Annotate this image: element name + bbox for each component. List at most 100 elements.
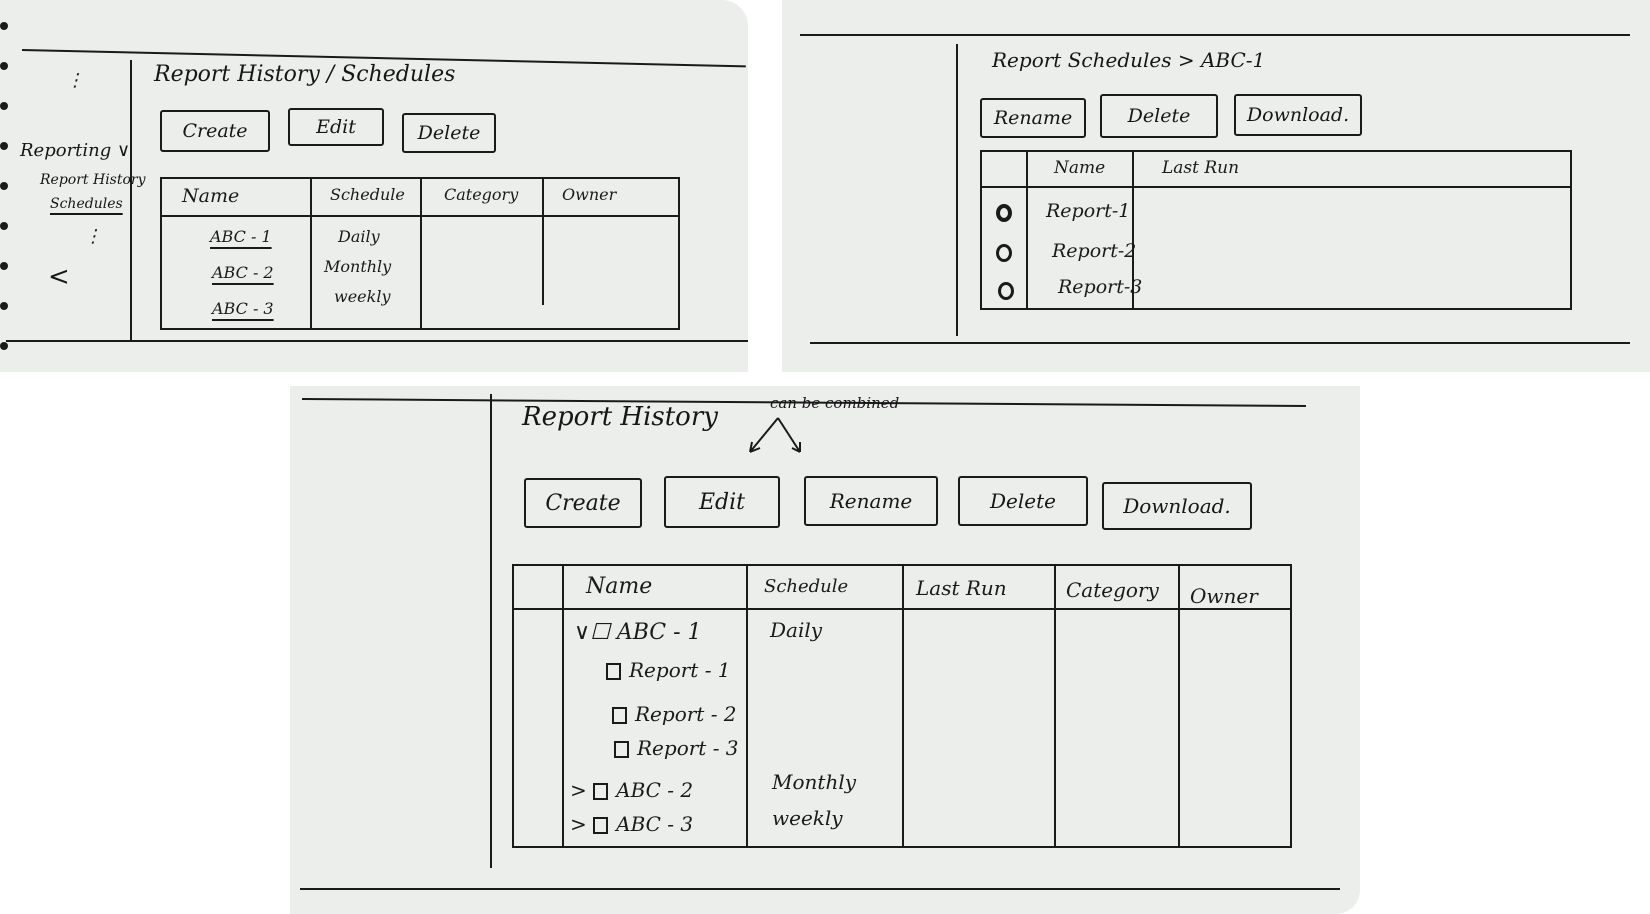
row-name-link[interactable]: ABC - 3: [212, 299, 274, 318]
expand-chevron-icon[interactable]: ∨☐: [574, 620, 610, 645]
column-divider: [310, 179, 312, 328]
edit-button[interactable]: Edit: [664, 476, 780, 528]
column-divider: [420, 179, 422, 328]
delete-button[interactable]: Delete: [1100, 94, 1218, 138]
download-button[interactable]: Download.: [1234, 94, 1362, 136]
expand-chevron-icon[interactable]: >: [570, 778, 587, 802]
child-name: Report - 3: [637, 736, 739, 760]
row-checkbox[interactable]: [593, 817, 609, 834]
sidebar-divider: [956, 44, 958, 336]
footer-divider: [6, 340, 748, 342]
reports-table: Name Last Run Report-1 Report-2 Report-3: [980, 150, 1572, 310]
sketch-report-history-schedules: ⋮ Reporting ∨ Report History Schedules ⋮…: [0, 0, 748, 372]
spiral-hole: [0, 142, 8, 150]
row-radio-selected[interactable]: [996, 204, 1012, 222]
edit-button[interactable]: Edit: [288, 108, 384, 146]
row-name: Report-1: [1046, 200, 1131, 222]
delete-button[interactable]: Delete: [958, 476, 1088, 526]
column-header-owner[interactable]: Owner: [562, 185, 617, 204]
spiral-hole: [0, 182, 8, 190]
rename-button[interactable]: Rename: [980, 98, 1086, 138]
group-name: ABC - 2: [616, 778, 694, 802]
spiral-hole: [0, 222, 8, 230]
column-header-last-run[interactable]: Last Run: [916, 576, 1007, 600]
sidebar-handle: ⋮: [66, 70, 84, 91]
row-schedule: Daily: [338, 227, 380, 246]
page-title: Report History: [522, 402, 718, 432]
spiral-hole: [0, 262, 8, 270]
row-checkbox[interactable]: [606, 663, 621, 680]
report-history-table: Name Schedule Last Run Category Owner ∨☐…: [512, 564, 1292, 848]
row-name: Report-3: [1058, 276, 1143, 298]
group-name: ABC - 1: [616, 620, 702, 645]
column-header-name[interactable]: Name: [182, 185, 240, 207]
delete-button[interactable]: Delete: [402, 113, 496, 153]
spiral-hole: [0, 102, 8, 110]
row-radio[interactable]: [998, 282, 1014, 300]
group-row-abc-3[interactable]: > ABC - 3: [570, 812, 693, 836]
collapse-sidebar-icon[interactable]: <: [48, 262, 70, 292]
column-divider: [1132, 152, 1134, 308]
create-button[interactable]: Create: [524, 478, 642, 528]
annotation-arrows-icon: [749, 417, 801, 453]
rename-button[interactable]: Rename: [804, 476, 938, 526]
column-header-name[interactable]: Name: [586, 574, 653, 599]
group-schedule: weekly: [772, 806, 843, 830]
column-divider: [562, 566, 564, 846]
child-row[interactable]: Report - 2: [612, 702, 737, 726]
child-row[interactable]: Report - 3: [614, 736, 739, 760]
column-header-owner[interactable]: Owner: [1190, 584, 1258, 608]
row-schedule: weekly: [334, 287, 391, 306]
sketch-report-schedule-detail: Report Schedules > ABC-1 Rename Delete D…: [782, 0, 1650, 372]
row-name-link[interactable]: ABC - 1: [210, 227, 272, 246]
group-schedule: Monthly: [772, 770, 857, 794]
sidebar-divider: [130, 60, 132, 340]
download-button[interactable]: Download.: [1102, 482, 1252, 530]
child-name: Report - 2: [635, 702, 737, 726]
child-row[interactable]: Report - 1: [606, 658, 731, 682]
column-divider: [1178, 566, 1180, 846]
header-divider: [800, 34, 1630, 36]
column-divider: [746, 566, 748, 846]
column-divider: [1026, 152, 1028, 308]
row-radio[interactable]: [996, 244, 1012, 262]
column-header-category[interactable]: Category: [444, 185, 519, 204]
column-divider: [902, 566, 904, 846]
group-schedule: Daily: [770, 618, 823, 642]
spiral-hole: [0, 62, 8, 70]
expand-chevron-icon[interactable]: >: [570, 812, 587, 836]
row-name-link[interactable]: ABC - 2: [212, 263, 274, 282]
row-checkbox[interactable]: [614, 741, 629, 758]
child-name: Report - 1: [629, 658, 731, 682]
group-row-abc-2[interactable]: > ABC - 2: [570, 778, 693, 802]
breadcrumb[interactable]: Report Schedules > ABC-1: [992, 48, 1266, 72]
column-divider: [1054, 566, 1056, 846]
column-divider: [542, 179, 544, 305]
schedules-table: Name Schedule Category Owner ABC - 1 Dai…: [160, 177, 680, 330]
column-header-last-run[interactable]: Last Run: [1162, 158, 1240, 178]
sidebar-item-schedules[interactable]: Schedules: [50, 196, 123, 212]
page-title: Report History / Schedules: [154, 62, 456, 87]
group-name: ABC - 3: [616, 812, 694, 836]
column-header-schedule[interactable]: Schedule: [764, 576, 849, 597]
row-name: Report-2: [1052, 240, 1137, 262]
row-checkbox[interactable]: [612, 707, 627, 724]
spiral-hole: [0, 22, 8, 30]
spiral-hole: [0, 342, 8, 350]
group-row-abc-1[interactable]: ∨☐ ABC - 1: [574, 620, 702, 645]
sidebar-item-reporting[interactable]: Reporting ∨: [20, 140, 131, 161]
footer-divider: [810, 342, 1630, 344]
table-header-divider: [982, 186, 1570, 188]
sketch-report-history-combined: Report History can be combined Create Ed…: [290, 386, 1360, 914]
sidebar-handle: ⋮: [84, 226, 102, 247]
row-checkbox[interactable]: [593, 783, 609, 800]
sidebar-item-report-history[interactable]: Report History: [40, 172, 146, 188]
annotation-note: can be combined: [770, 394, 900, 412]
column-header-name[interactable]: Name: [1054, 158, 1106, 178]
create-button[interactable]: Create: [160, 110, 270, 152]
row-schedule: Monthly: [324, 257, 392, 276]
sidebar-divider: [490, 394, 492, 868]
column-header-category[interactable]: Category: [1066, 578, 1159, 602]
spiral-hole: [0, 302, 8, 310]
column-header-schedule[interactable]: Schedule: [330, 185, 405, 204]
